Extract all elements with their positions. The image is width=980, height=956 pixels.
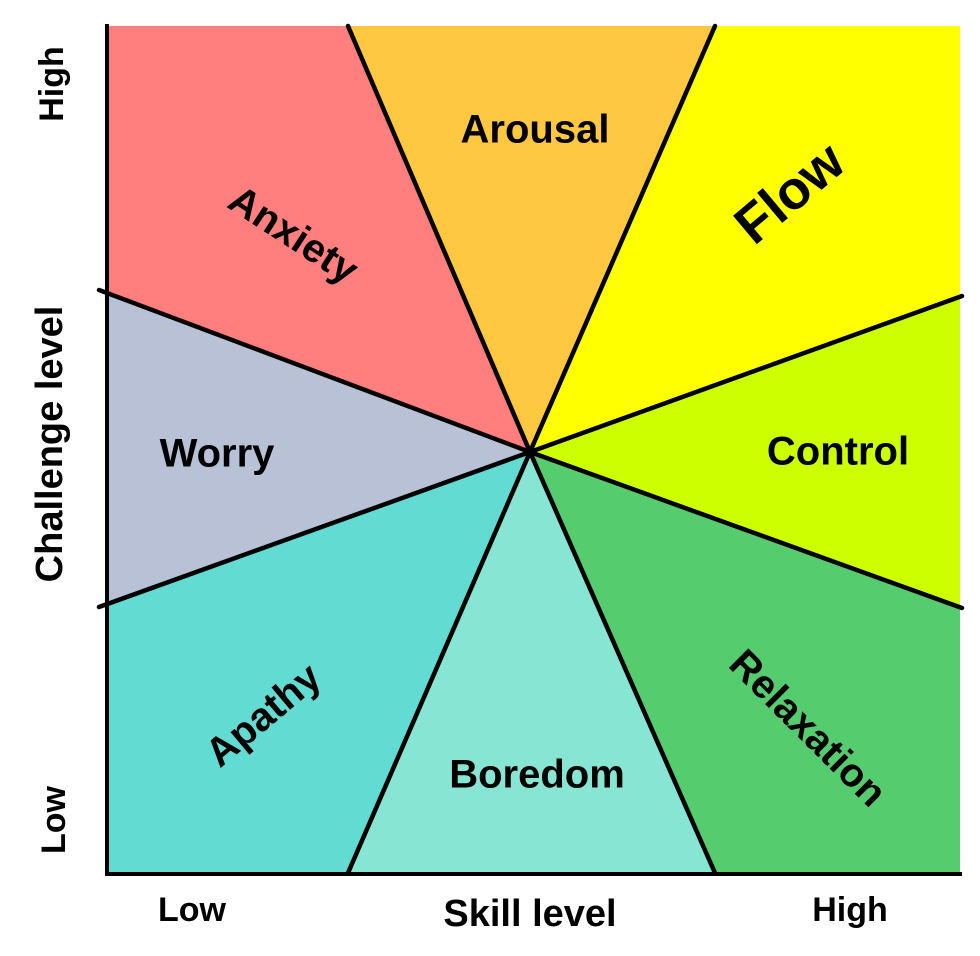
- segment-apathy: [107, 452, 530, 873]
- divider-line: [96, 287, 533, 455]
- segment-flow: [530, 26, 960, 452]
- y-axis-high-label: High: [33, 46, 71, 122]
- divider-line: [527, 293, 965, 455]
- x-axis-title: Skill level: [443, 893, 616, 935]
- divider-line: [345, 23, 533, 455]
- divider-line: [527, 23, 718, 455]
- y-axis-title: Challenge level: [29, 306, 71, 583]
- segment-label-control: Control: [767, 430, 909, 474]
- segment-anxiety: [107, 26, 530, 452]
- segment-label-arousal: Arousal: [461, 108, 610, 152]
- divider-lines: [96, 23, 965, 876]
- segment-label-boredom: Boredom: [449, 753, 625, 797]
- divider-line: [96, 449, 533, 610]
- segment-boredom: [348, 452, 715, 873]
- x-axis-high-label: High: [812, 891, 888, 929]
- divider-line: [527, 449, 965, 611]
- segment-relaxation: [530, 452, 960, 873]
- x-axis-low-label: Low: [158, 891, 227, 929]
- segment-arousal: [348, 26, 715, 452]
- segment-label-worry: Worry: [160, 432, 276, 476]
- divider-line: [527, 449, 718, 876]
- segment-control: [530, 297, 960, 607]
- divider-line: [345, 449, 533, 876]
- y-axis-low-label: Low: [35, 785, 73, 854]
- segment-worry: [107, 292, 530, 605]
